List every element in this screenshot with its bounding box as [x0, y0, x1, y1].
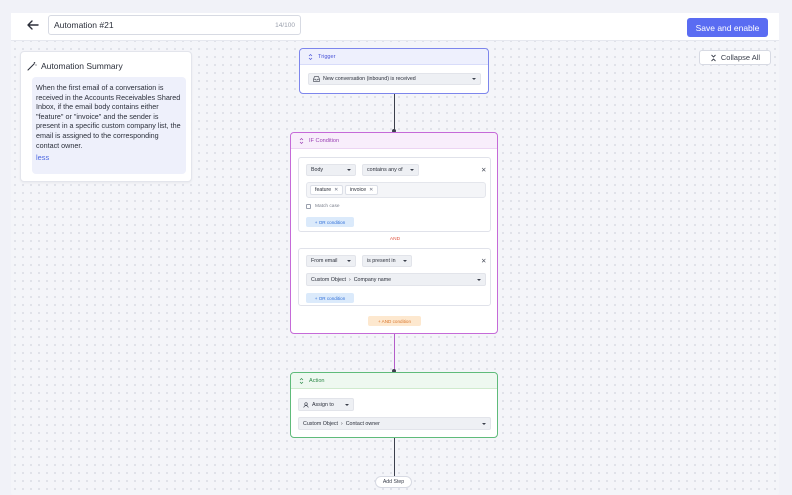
- chevron-down-icon: [477, 278, 481, 281]
- checkbox-box[interactable]: [306, 204, 311, 209]
- action-card-header: Action: [291, 373, 497, 389]
- trigger-title: Trigger: [318, 53, 336, 60]
- keywords-input[interactable]: feature ✕ invoice ✕: [306, 182, 486, 198]
- collapse-toggle-icon[interactable]: [308, 53, 313, 60]
- arrow-left-icon: [27, 20, 39, 30]
- action-card[interactable]: Action Assign to Custom Object › Contact…: [290, 372, 498, 438]
- and-separator: AND: [389, 237, 401, 242]
- trigger-select-content: New conversation (inbound) is received: [313, 76, 416, 82]
- remove-condition-icon[interactable]: ✕: [481, 258, 487, 265]
- operator-select-contains[interactable]: contains any of: [362, 164, 419, 176]
- action-type-content: Assign to: [303, 402, 334, 408]
- chevron-right-icon: ›: [341, 420, 343, 427]
- chip-remove-icon[interactable]: ✕: [334, 187, 339, 193]
- condition-group-1: Body contains any of ✕ feature ✕ invoice…: [298, 157, 491, 232]
- collapse-toggle-icon[interactable]: [299, 137, 304, 144]
- chevron-down-icon: [410, 169, 414, 171]
- add-and-condition-button[interactable]: + AND condition: [368, 316, 421, 326]
- action-type-select[interactable]: Assign to: [298, 398, 354, 411]
- summary-title: Automation Summary: [41, 61, 123, 71]
- object-name: Custom Object: [311, 276, 347, 283]
- assignee-path: Custom Object › Contact owner: [303, 421, 380, 427]
- field-select-body[interactable]: Body: [306, 164, 356, 176]
- summary-header: Automation Summary: [27, 61, 123, 71]
- chip-label: invoice: [350, 187, 367, 193]
- collapse-icon: [711, 54, 716, 61]
- add-or-condition-button[interactable]: + OR condition: [306, 293, 354, 303]
- match-case-label: Match case: [315, 204, 340, 209]
- object-path: Custom Object › Company name: [311, 277, 391, 283]
- connector-condition-action: [394, 334, 395, 373]
- condition-group-2: From email is present in ✕ Custom Object…: [298, 248, 491, 306]
- connector-action-addstep: [394, 438, 395, 476]
- trigger-card-header: Trigger: [300, 49, 488, 65]
- operator-value: contains any of: [367, 167, 403, 173]
- action-type-value: Assign to: [312, 401, 334, 408]
- object-field-name: Contact owner: [345, 420, 380, 427]
- chevron-down-icon: [345, 403, 349, 406]
- magic-wand-icon: [27, 62, 37, 71]
- collapse-all-button[interactable]: Collapse All: [699, 50, 771, 65]
- automation-summary-panel: Automation Summary When the first email …: [20, 51, 192, 182]
- collapse-all-label: Collapse All: [720, 53, 761, 62]
- summary-body: When the first email of a conversation i…: [32, 77, 186, 174]
- summary-less-link[interactable]: less: [36, 153, 50, 163]
- save-and-enable-button[interactable]: Save and enable: [687, 18, 768, 37]
- keyword-chip: feature ✕: [310, 185, 344, 195]
- operator-value: is present in: [367, 258, 396, 264]
- chevron-down-icon: [403, 260, 407, 262]
- inbox-icon: [313, 76, 320, 82]
- connector-dot: [392, 129, 396, 133]
- chip-label: feature: [315, 187, 332, 193]
- object-field-name: Company name: [353, 276, 392, 283]
- chevron-down-icon: [482, 422, 486, 425]
- chevron-down-icon: [472, 78, 476, 80]
- chip-remove-icon[interactable]: ✕: [369, 187, 374, 193]
- trigger-select[interactable]: New conversation (inbound) is received: [308, 73, 481, 85]
- object-field-select[interactable]: Custom Object › Company name: [306, 273, 486, 286]
- remove-condition-icon[interactable]: ✕: [481, 167, 487, 174]
- field-select-from-email[interactable]: From email: [306, 255, 356, 267]
- keyword-chip: invoice ✕: [345, 185, 379, 195]
- connector-dot: [392, 369, 396, 373]
- condition-title: IF Condition: [309, 137, 340, 144]
- summary-text: When the first email of a conversation i…: [36, 83, 181, 150]
- match-case-checkbox[interactable]: Match case: [306, 204, 340, 209]
- field-value: Body: [311, 167, 324, 173]
- title-char-count: 14/100: [275, 21, 295, 29]
- field-value: From email: [311, 258, 338, 264]
- operator-select-present[interactable]: is present in: [362, 255, 412, 267]
- chevron-right-icon: ›: [349, 276, 351, 283]
- automation-title-value: Automation #21: [54, 20, 114, 30]
- collapse-toggle-icon[interactable]: [299, 377, 304, 384]
- add-step-button[interactable]: Add Step: [375, 476, 412, 488]
- add-or-condition-button[interactable]: + OR condition: [306, 217, 354, 227]
- condition-card[interactable]: IF Condition Body contains any of ✕ feat…: [290, 132, 498, 334]
- trigger-card[interactable]: Trigger New conversation (inbound) is re…: [299, 48, 489, 94]
- automation-title-input[interactable]: Automation #21 14/100: [48, 15, 301, 35]
- chevron-down-icon: [347, 169, 351, 171]
- assignee-field-select[interactable]: Custom Object › Contact owner: [298, 417, 491, 430]
- condition-card-header: IF Condition: [291, 133, 497, 149]
- object-name: Custom Object: [303, 420, 339, 427]
- chevron-down-icon: [347, 260, 351, 262]
- trigger-selected-value: New conversation (inbound) is received: [323, 76, 416, 82]
- back-button[interactable]: [24, 16, 42, 34]
- action-title: Action: [309, 377, 325, 384]
- connector-trigger-condition: [394, 94, 395, 133]
- user-icon: [303, 401, 309, 408]
